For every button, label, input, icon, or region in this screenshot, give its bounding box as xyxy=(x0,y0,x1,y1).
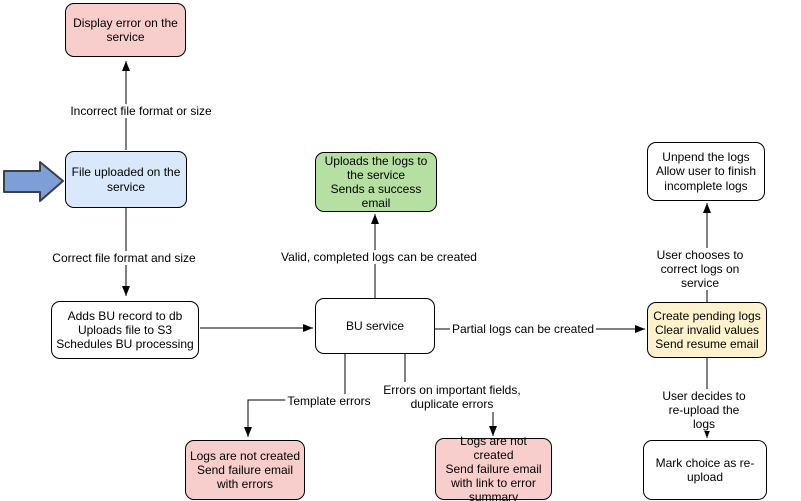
edge-label-incorrect-format: Incorrect file format or size xyxy=(68,104,214,119)
edge-label-important-errors: Errors on important fields, duplicate er… xyxy=(381,383,523,412)
node-bu-service: BU service xyxy=(315,298,435,354)
node-logs-not-created-errors: Logs are not created Send failure email … xyxy=(185,440,305,500)
edge-label-user-chooses: User chooses to correct logs on service xyxy=(649,248,751,291)
node-unpend-logs: Unpend the logs Allow user to finish inc… xyxy=(647,142,765,201)
node-file-uploaded: File uploaded on the service xyxy=(65,151,187,208)
edge-label-correct-format: Correct file format and size xyxy=(50,251,198,266)
node-logs-not-created-summary: Logs are not created Send failure email … xyxy=(435,434,552,501)
node-uploads-logs-success: Uploads the logs to the service Sends a … xyxy=(315,152,437,212)
node-adds-bu-record: Adds BU record to db Uploads file to S3 … xyxy=(51,301,199,359)
node-mark-reupload: Mark choice as re- upload xyxy=(643,440,767,500)
edge-label-valid-logs: Valid, completed logs can be created xyxy=(279,250,479,265)
node-create-pending-logs: Create pending logs Clear invalid values… xyxy=(647,302,767,358)
edge-label-partial-logs: Partial logs can be created xyxy=(449,322,597,337)
edge-label-template-errors: Template errors xyxy=(285,394,373,409)
edge-label-user-decides: User decides to re-upload the logs xyxy=(655,389,753,432)
entry-point-arrow-icon xyxy=(3,161,64,202)
node-display-error: Display error on the service xyxy=(65,3,186,57)
